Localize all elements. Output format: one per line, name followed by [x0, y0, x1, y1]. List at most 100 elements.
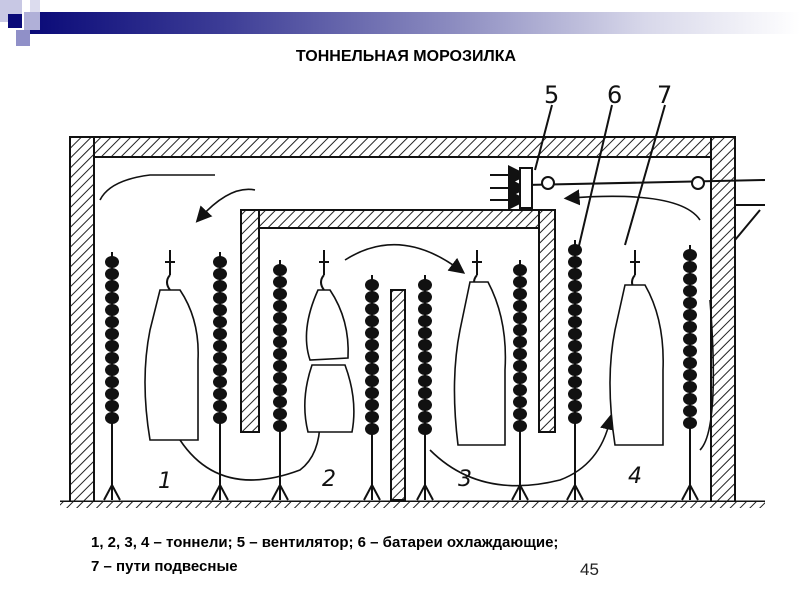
battery-column	[416, 275, 434, 501]
battery-fin	[365, 291, 379, 303]
battery-fin	[418, 423, 432, 435]
battery-fin	[418, 375, 432, 387]
battery-fin	[683, 357, 697, 369]
battery-fin	[365, 339, 379, 351]
tunnel-label-4: 4	[628, 464, 642, 489]
battery-fin	[105, 280, 119, 292]
tunnel-label-1: 1	[158, 469, 172, 494]
battery-fin	[513, 360, 527, 372]
battery-fin	[568, 328, 582, 340]
battery-fin	[273, 336, 287, 348]
battery-fin	[568, 292, 582, 304]
support-foot	[511, 482, 529, 501]
battery-fin	[105, 268, 119, 280]
battery-fin	[105, 412, 119, 424]
battery-fin	[683, 369, 697, 381]
battery-fin	[418, 315, 432, 327]
header-gradient-bar	[30, 12, 800, 34]
carcass	[609, 284, 664, 446]
legend-caption: 1, 2, 3, 4 – тоннели; 5 – вентилятор; 6 …	[91, 531, 558, 579]
cooling-batteries	[103, 240, 699, 501]
battery-fin	[568, 340, 582, 352]
floor-hatch	[60, 502, 765, 508]
battery-fin	[568, 412, 582, 424]
battery-fin	[513, 324, 527, 336]
battery-fin	[568, 256, 582, 268]
battery-column	[271, 260, 289, 501]
battery-fin	[213, 304, 227, 316]
battery-fin	[105, 364, 119, 376]
battery-fin	[568, 352, 582, 364]
battery-fin	[273, 396, 287, 408]
battery-fin	[365, 399, 379, 411]
battery-fin	[365, 363, 379, 375]
battery-fin	[273, 276, 287, 288]
battery-fin	[213, 328, 227, 340]
support-foot	[103, 482, 121, 501]
battery-fin	[365, 351, 379, 363]
legend-line-1: 1, 2, 3, 4 – тоннели; 5 – вентилятор; 6 …	[91, 534, 559, 551]
battery-column	[566, 240, 584, 501]
battery-fin	[365, 327, 379, 339]
battery-fin	[365, 315, 379, 327]
battery-fin	[273, 420, 287, 432]
battery-fin	[213, 388, 227, 400]
battery-fin	[513, 336, 527, 348]
battery-fin	[365, 423, 379, 435]
battery-fin	[683, 405, 697, 417]
battery-fin	[568, 316, 582, 328]
battery-fin	[683, 393, 697, 405]
battery-fin	[365, 375, 379, 387]
carcass	[453, 281, 507, 446]
battery-fin	[105, 304, 119, 316]
battery-fin	[683, 285, 697, 297]
battery-fin	[683, 381, 697, 393]
battery-fin	[105, 376, 119, 388]
battery-fin	[213, 340, 227, 352]
battery-fin	[105, 388, 119, 400]
battery-fin	[513, 264, 527, 276]
battery-fin	[273, 360, 287, 372]
battery-fin	[213, 256, 227, 268]
battery-fin	[418, 351, 432, 363]
tunnel-label-3: 3	[458, 467, 472, 492]
inner-housing	[240, 209, 556, 501]
battery-fin	[513, 372, 527, 384]
callout-rails: 7	[657, 81, 672, 109]
battery-fin	[213, 352, 227, 364]
battery-column	[211, 252, 229, 501]
battery-column	[363, 275, 381, 501]
battery-column	[103, 252, 121, 501]
battery-fin	[568, 388, 582, 400]
battery-fin	[213, 400, 227, 412]
battery-fin	[105, 316, 119, 328]
slide-title: ТОННЕЛЬНАЯ МОРОЗИЛКА	[295, 48, 517, 65]
battery-fin	[273, 312, 287, 324]
support-foot	[681, 482, 699, 501]
carcass	[304, 364, 355, 433]
battery-fin	[105, 292, 119, 304]
callout-batteries: 6	[607, 81, 622, 109]
hook-icon	[630, 250, 640, 291]
battery-fin	[683, 297, 697, 309]
battery-fin	[568, 376, 582, 388]
battery-column	[511, 260, 529, 501]
battery-fin	[683, 273, 697, 285]
battery-fin	[273, 324, 287, 336]
battery-fin	[568, 400, 582, 412]
battery-fin	[418, 399, 432, 411]
battery-fin	[273, 264, 287, 276]
battery-fin	[418, 339, 432, 351]
carcasses	[144, 281, 664, 446]
battery-fin	[513, 396, 527, 408]
battery-fin	[213, 280, 227, 292]
battery-fin	[683, 345, 697, 357]
battery-fin	[213, 376, 227, 388]
battery-fin	[513, 384, 527, 396]
carcass	[305, 289, 349, 361]
decor-square	[30, 0, 40, 12]
callout-fan: 5	[544, 81, 559, 109]
battery-column	[681, 245, 699, 501]
battery-fin	[418, 279, 432, 291]
